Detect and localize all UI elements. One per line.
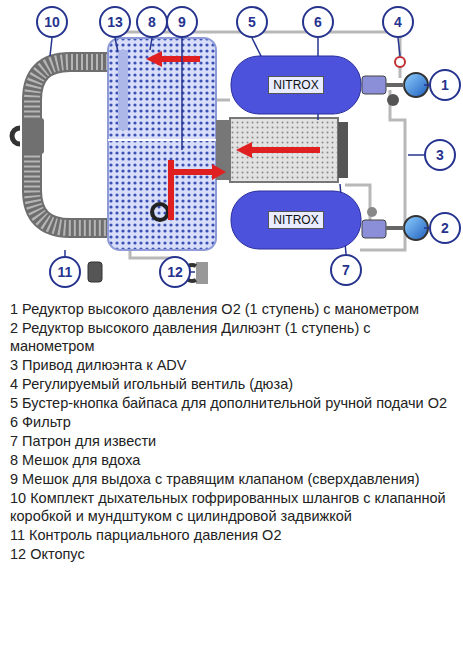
callout-number: 9: [166, 6, 198, 38]
gas-cylinder: NITROX: [230, 55, 362, 115]
octopus-body: [196, 262, 208, 284]
scrubber-cartridge: [230, 118, 338, 182]
callout-number: 8: [136, 6, 168, 38]
cylinder-label: NITROX: [268, 211, 323, 229]
relief-valve: [152, 204, 168, 220]
gas-cylinder: NITROX: [230, 190, 362, 250]
legend-item: 4 Регулируемый игольный вентиль (дюза): [10, 375, 450, 393]
callout-number: 10: [36, 6, 68, 38]
legend-item: 5 Бустер-кнопка байпаса для дополнительн…: [10, 394, 450, 412]
legend-item: 12 Октопус: [10, 545, 450, 563]
legend-item: 2 Редуктор высокого давления Дилюэнт (1 …: [10, 319, 450, 355]
regulators: [362, 57, 428, 240]
leader-lines: [50, 38, 429, 272]
legend-item: 6 Фильтр: [10, 413, 450, 431]
callout-number: 4: [382, 6, 414, 38]
legend-item: 8 Мешок для вдоха: [10, 451, 450, 469]
callout-number: 5: [236, 6, 268, 38]
callout-number: 11: [49, 256, 81, 288]
legend-item: 7 Патрон для извести: [10, 432, 450, 450]
legend-item: 3 Привод дилюэнта к ADV: [10, 356, 450, 374]
callout-number: 12: [159, 256, 191, 288]
callout-number: 3: [424, 139, 456, 171]
legend-item: 1 Редуктор высокого давления O2 (1 ступе…: [10, 300, 450, 318]
o2-sensor: [88, 262, 102, 282]
callout-number: 6: [302, 6, 334, 38]
valve-box: [22, 118, 44, 154]
callout-number: 1: [429, 69, 461, 101]
parts-list: 1 Редуктор высокого давления O2 (1 ступе…: [10, 300, 450, 564]
rebreather-illustration: [0, 0, 463, 300]
callout-number: 7: [330, 254, 362, 286]
canister-cap: [338, 122, 348, 178]
legend-item: 10 Комплект дыхательных гофрированных шл…: [10, 489, 450, 525]
bag-divider: [108, 139, 216, 141]
legend-item: 9 Мешок для выдоха с травящим клапаном (…: [10, 470, 450, 488]
inhale-tube: [118, 50, 128, 130]
cylinder-label: NITROX: [268, 76, 323, 94]
mouthpiece: [12, 128, 20, 144]
callout-number: 13: [99, 6, 131, 38]
callout-number: 2: [429, 212, 461, 244]
legend-item: 11 Контроль парциального давления O2: [10, 526, 450, 544]
counterlung: [108, 38, 216, 250]
